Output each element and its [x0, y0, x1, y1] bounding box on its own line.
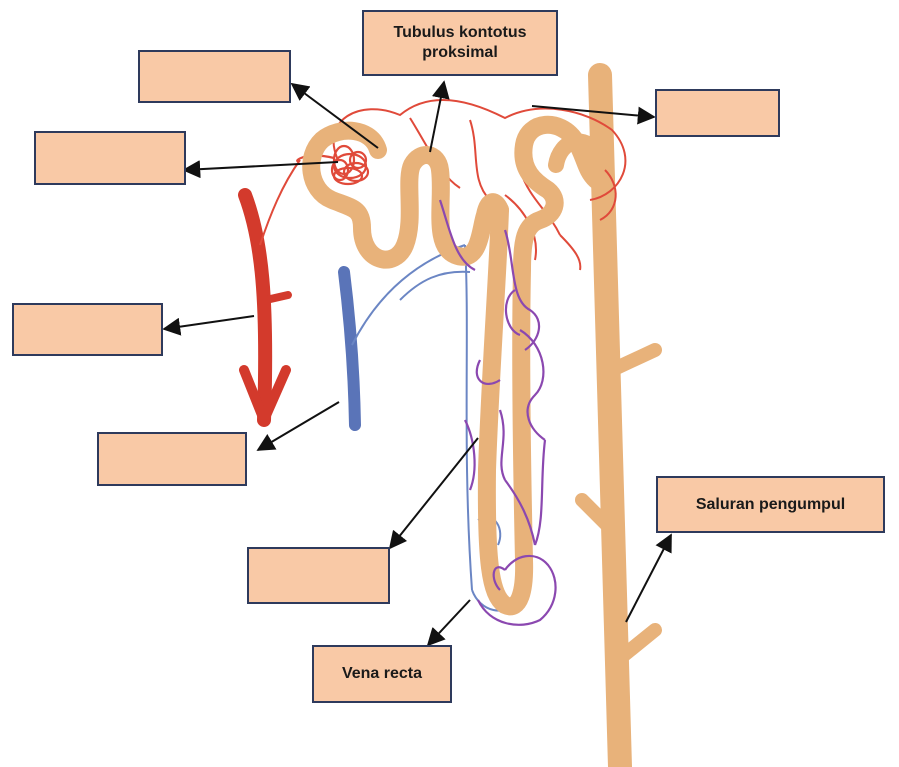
blank-label-loop[interactable]: [247, 547, 390, 604]
collecting-duct-label-text: Saluran pengumpul: [696, 495, 845, 515]
blank-label-vein[interactable]: [97, 432, 247, 486]
collecting-duct: [556, 75, 655, 767]
pointer-9: [626, 535, 671, 622]
vena-recta-label[interactable]: Vena recta: [312, 645, 452, 703]
vena-recta-label-text: Vena recta: [342, 664, 422, 684]
blank-label-glomerulus[interactable]: [34, 131, 186, 185]
proximal-tubule-label-text: Tubulus kontotus proksimal: [393, 23, 526, 63]
blank-label-distal[interactable]: [655, 89, 780, 137]
pointer-7: [390, 438, 478, 548]
blank-label-top-left[interactable]: [138, 50, 291, 103]
pointer-8: [428, 600, 470, 645]
pointer-3: [430, 82, 444, 152]
renal-vein: [344, 272, 355, 425]
proximal-tubule-label[interactable]: Tubulus kontotus proksimal: [362, 10, 558, 76]
pointer-5: [164, 316, 254, 329]
collecting-duct-label[interactable]: Saluran pengumpul: [656, 476, 885, 533]
blank-label-artery[interactable]: [12, 303, 163, 356]
